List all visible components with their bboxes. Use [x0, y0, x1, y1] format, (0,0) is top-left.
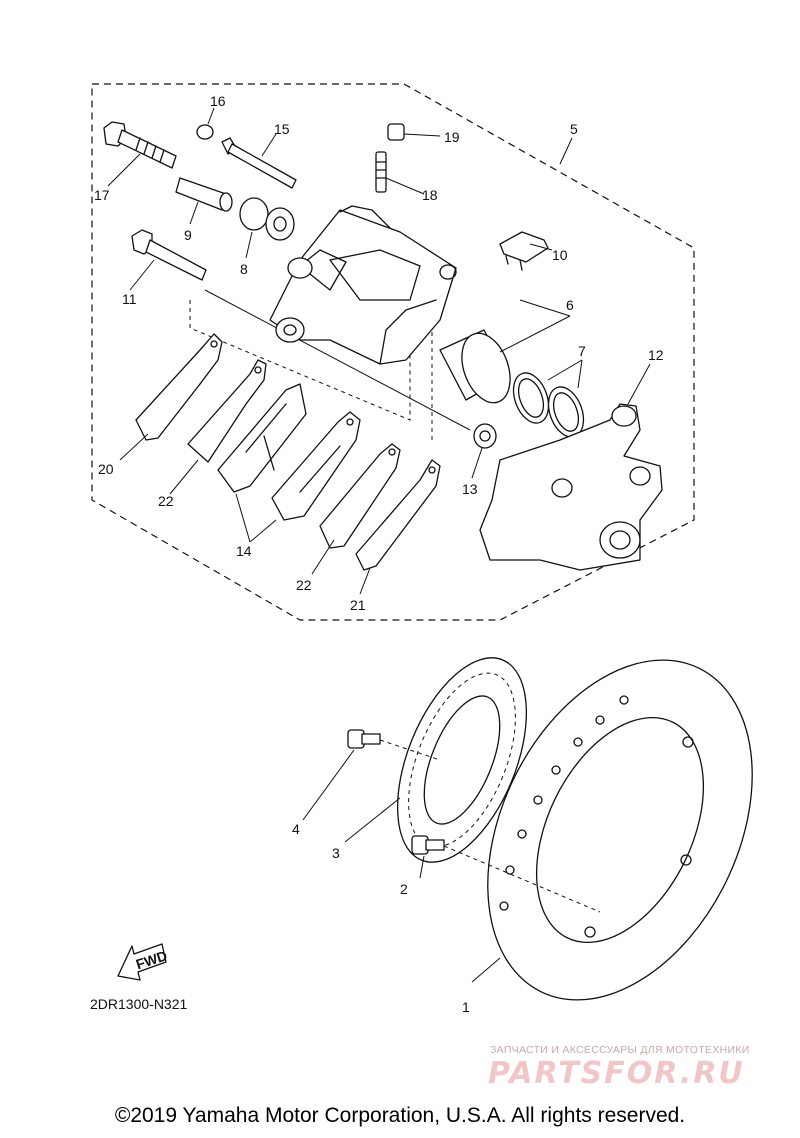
part-label-2: 2 [400, 881, 408, 897]
part-label-22-right: 22 [296, 577, 312, 593]
piston [439, 329, 511, 404]
part-label-12: 12 [648, 347, 664, 363]
part-label-3: 3 [332, 845, 340, 861]
leader-lines [107, 107, 651, 983]
abs-sensor-rotor [396, 657, 528, 863]
part-label-18: 18 [422, 187, 438, 203]
part-label-22-left: 22 [158, 493, 174, 509]
fwd-label: FWD [134, 947, 169, 972]
short-bolt [131, 229, 207, 281]
watermark-tagline: ЗАПЧАСТИ И АКСЕССУАРЫ ДЛЯ МОТОТЕХНИКИ [490, 1044, 750, 1056]
abs-bolt-axis [379, 739, 441, 761]
long-bolt [103, 121, 177, 169]
part-label-7: 7 [578, 343, 586, 359]
dust-boot [239, 197, 295, 241]
part-label-17: 17 [94, 187, 110, 203]
pin-sleeve [175, 177, 233, 212]
watermark-logo: PARTSFOR.RU [488, 1056, 745, 1091]
pad-spring [499, 231, 549, 271]
part-label-6: 6 [566, 297, 574, 313]
caliper-bracket [479, 403, 663, 571]
part-label-11: 11 [122, 291, 137, 307]
part-label-21: 21 [350, 597, 366, 613]
caliper-assembly-boundary [91, 83, 695, 621]
part-label-16: 16 [210, 93, 226, 109]
pad-insulator-left [187, 359, 267, 463]
part-label-15: 15 [274, 121, 290, 137]
caliper-pin [221, 137, 297, 189]
brake-pads [217, 383, 361, 521]
part-label-9: 9 [184, 227, 192, 243]
part-label-1: 1 [462, 999, 470, 1015]
alignment-line-pad [189, 300, 411, 421]
bushing [473, 423, 497, 449]
small-cap [196, 124, 214, 140]
pad-insulator-right [319, 443, 401, 549]
bleed-cap [387, 123, 405, 141]
caliper-body [269, 205, 457, 365]
fwd-arrow-icon: FWD [117, 943, 169, 981]
part-label-10: 10 [552, 247, 568, 263]
alignment-line-bolt [204, 289, 471, 431]
abs-rotor-bolt [347, 729, 381, 749]
bleed-screw [375, 151, 387, 193]
piston-seals [512, 372, 585, 438]
brake-disc [487, 659, 753, 1001]
part-label-4: 4 [292, 821, 300, 837]
disc-bolt [411, 835, 445, 855]
pad-shim-outer [355, 459, 441, 571]
part-label-20: 20 [98, 461, 114, 477]
diagram-code: 2DR1300-N321 [90, 996, 188, 1012]
part-label-8: 8 [240, 261, 248, 277]
part-label-5: 5 [570, 121, 578, 137]
part-label-19: 19 [444, 129, 460, 145]
part-label-14: 14 [236, 543, 252, 559]
pad-shim-inner [135, 333, 223, 441]
part-label-13: 13 [462, 481, 478, 497]
copyright-notice: ©2019 Yamaha Motor Corporation, U.S.A. A… [114, 1104, 686, 1127]
